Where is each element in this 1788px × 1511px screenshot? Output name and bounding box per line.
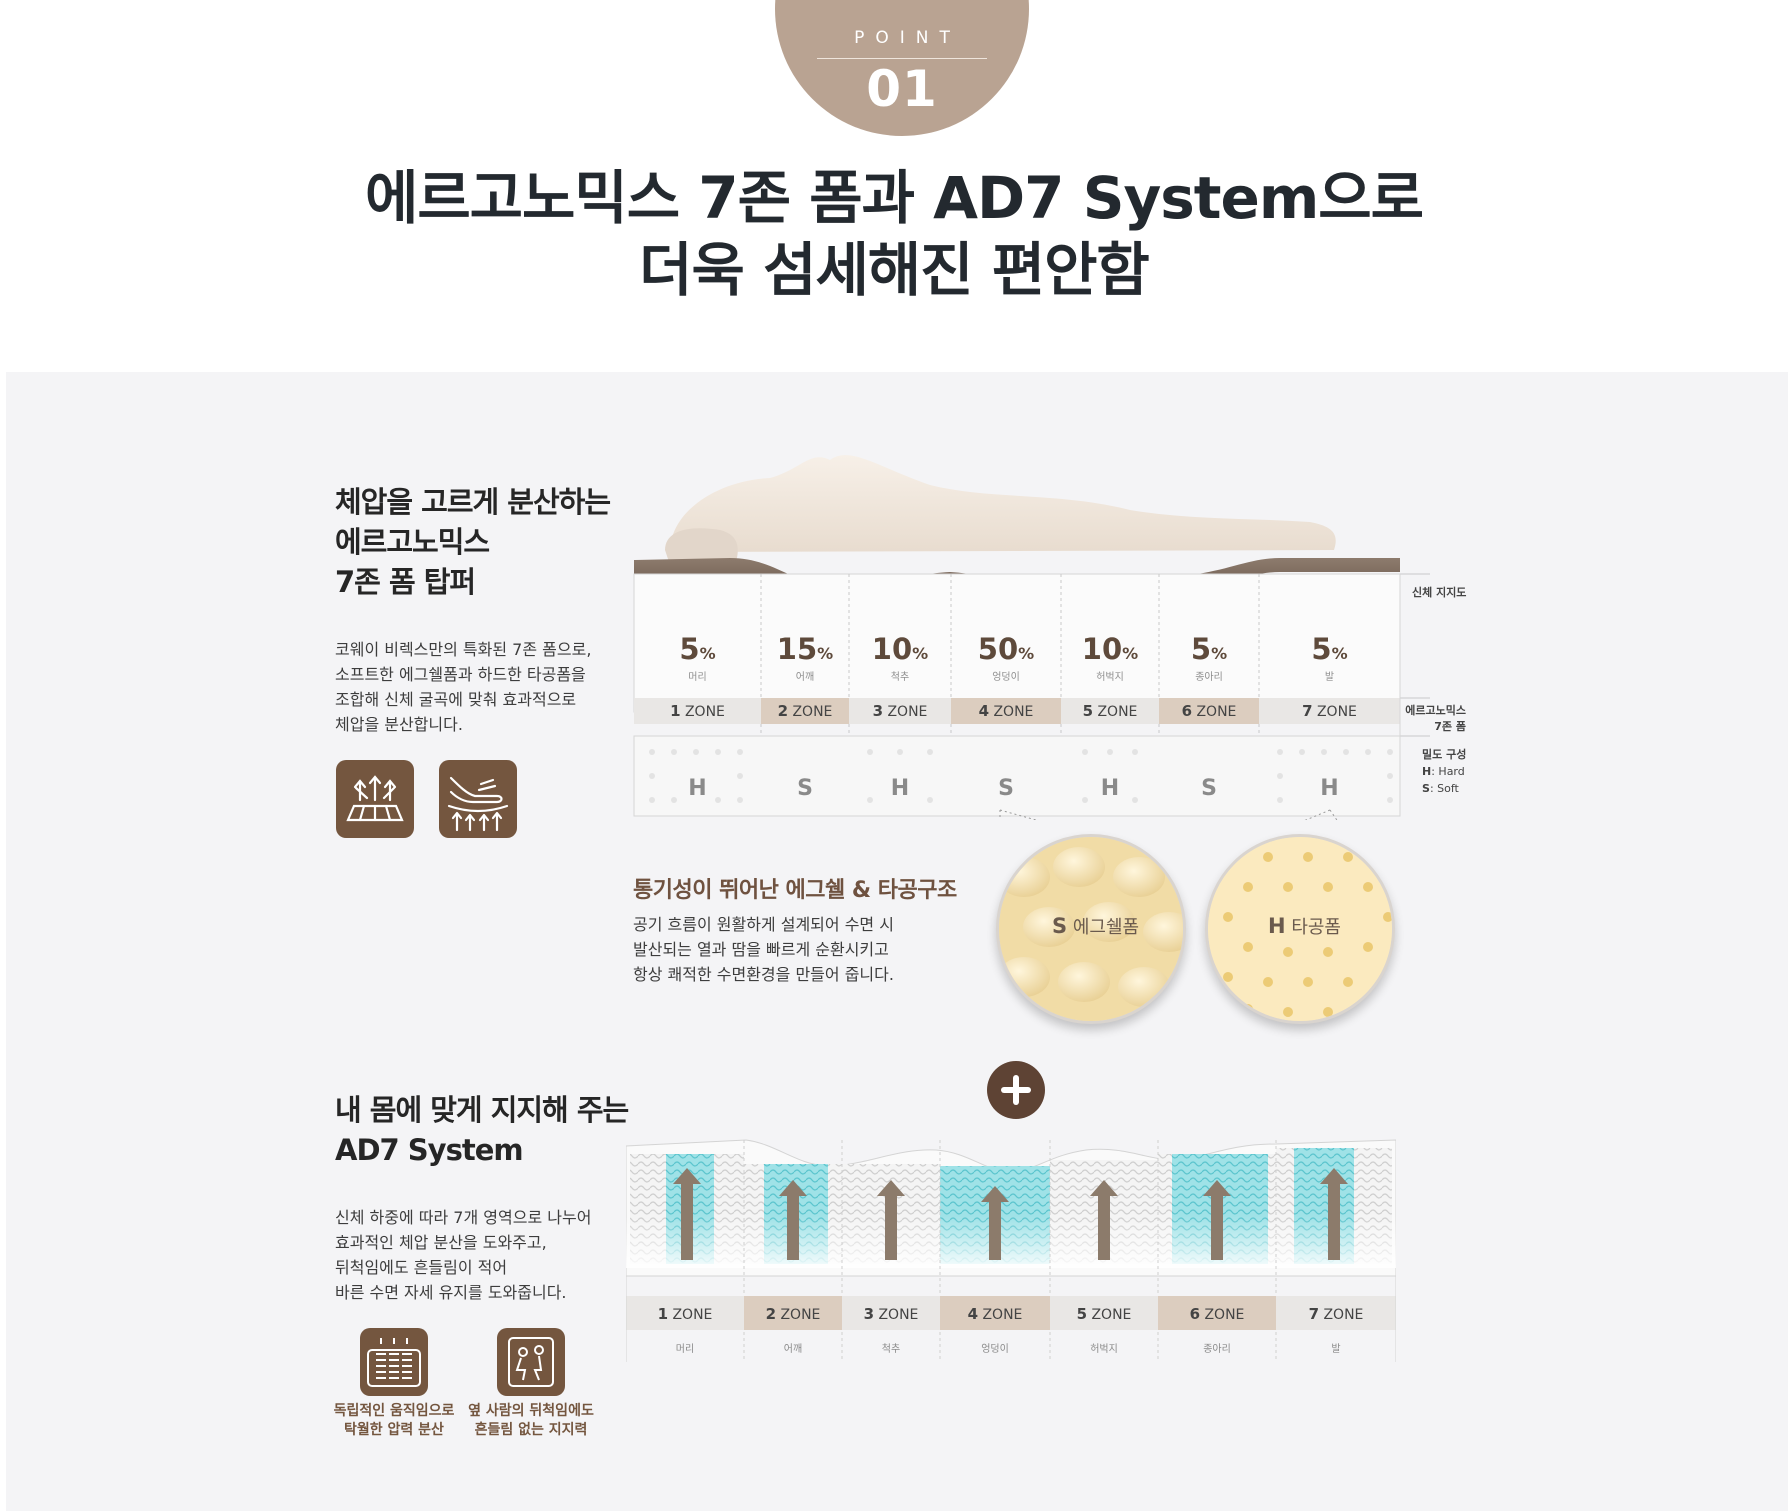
zone-4-part: 엉덩이: [992, 672, 1020, 683]
spring-zone-1-part: 머리: [675, 1344, 695, 1355]
spring-zone-6-label: 6 ZONE: [1189, 1305, 1245, 1323]
zone-5-percent: 10%: [1081, 632, 1139, 666]
foam-title-line: 에르고노믹스: [335, 525, 490, 559]
zone-3-label: 3 ZONE: [872, 702, 928, 720]
spring-zone-3-part: 척추: [881, 1344, 901, 1355]
zone-5-part: 허벅지: [1096, 672, 1124, 683]
pressure-spread-icon: [336, 760, 414, 838]
ad7-spring-diagram: [626, 1139, 1396, 1362]
spring-section-desc: 신체 하중에 따라 7개 영역으로 나누어 효과적인 체압 분산을 도와주고, …: [335, 1205, 591, 1305]
foam-desc-line: 조합해 신체 굴곡에 맞춰 효과적으로: [335, 690, 577, 709]
ventilation-desc: 공기 흐름이 원활하게 설계되어 수면 시 발산되는 열과 땀을 빠르게 순환시…: [633, 912, 894, 987]
spring-zone-7-label: 7 ZONE: [1308, 1305, 1364, 1323]
ventilation-desc-line: 발산되는 열과 땀을 빠르게 순환시키고: [633, 940, 889, 959]
zone-4-percent: 50%: [977, 632, 1035, 666]
foam-desc-line: 소프트한 에그쉘폼과 하드한 타공폼을: [335, 665, 586, 684]
spring-zone-5-label: 5 ZONE: [1076, 1305, 1132, 1323]
hand-pressing-foam-icon: [439, 760, 517, 838]
zone-7-part: 발: [1324, 672, 1335, 683]
spring-zone-1-label: 1 ZONE: [657, 1305, 713, 1323]
plus-icon: [987, 1061, 1045, 1119]
zone-4-label: 4 ZONE: [978, 702, 1034, 720]
ventilation-title: 통기성이 뛰어난 에그쉘 & 타공구조: [633, 878, 957, 903]
zone-3-density: H: [890, 776, 910, 801]
feature-1-caption: 독립적인 움직임으로 탁월한 압력 분산: [333, 1403, 455, 1438]
badge-divider: [817, 58, 987, 59]
zone-7-density: H: [1320, 776, 1339, 801]
zone-3-percent: 10%: [871, 632, 929, 666]
spring-zone-2-part: 어깨: [783, 1344, 803, 1355]
perforated-foam-closeup: [1205, 834, 1395, 1024]
zone-4-density: S: [998, 776, 1014, 801]
zone-6-part: 종아리: [1195, 672, 1223, 683]
zone-2-percent: 15%: [776, 632, 834, 666]
zone-6-percent: 5%: [1190, 632, 1228, 666]
foam-desc-line: 코웨이 비렉스만의 특화된 7존 폼으로,: [335, 640, 592, 659]
zone-1-part: 머리: [688, 672, 707, 683]
spring-title-line: 내 몸에 맞게 지지해 주는: [335, 1093, 629, 1127]
point-label: POINT: [854, 28, 961, 48]
spring-zone-4-part: 엉덩이: [981, 1344, 1009, 1355]
zone-7-label: 7 ZONE: [1302, 702, 1357, 720]
perforated-foam-label: H 타공폼: [1268, 914, 1341, 938]
zone-2-label: 2 ZONE: [777, 702, 833, 720]
spring-title-line: AD7 System: [335, 1133, 524, 1167]
page-headline: 에르고노믹스 7존 폼과 AD7 System으로 더욱 섬세해진 편안함: [0, 162, 1788, 306]
spring-zone-2-label: 2 ZONE: [765, 1305, 821, 1323]
eggshell-foam-label: S 에그쉘폼: [1052, 914, 1140, 938]
zone-2-density: S: [797, 776, 813, 801]
spring-zone-7-part: 발: [1331, 1344, 1341, 1355]
foam-section-desc: 코웨이 비렉스만의 특화된 7존 폼으로, 소프트한 에그쉘폼과 하드한 타공폼…: [335, 637, 591, 737]
headline-line-2: 더욱 섬세해진 편안함: [639, 236, 1150, 304]
spring-desc-line: 뒤척임에도 흔들림이 적어: [335, 1258, 508, 1277]
foam-desc-line: 체압을 분산합니다.: [335, 715, 463, 734]
spring-section-title: 내 몸에 맞게 지지해 주는 AD7 System: [335, 1090, 629, 1170]
zone-1-percent: 5%: [679, 632, 716, 666]
foam-title-line: 7존 폼 탑퍼: [335, 565, 476, 599]
foam-topper-diagram: [633, 455, 1430, 820]
spring-desc-line: 효과적인 체압 분산을 도와주고,: [335, 1233, 547, 1252]
zone-6-label: 6 ZONE: [1181, 702, 1237, 720]
zone-2-part: 어깨: [795, 672, 815, 683]
spring-zone-5-part: 허벅지: [1090, 1344, 1118, 1355]
zone-5-label: 5 ZONE: [1082, 702, 1138, 720]
pocket-springs-icon: [360, 1328, 428, 1396]
spring-desc-line: 바른 수면 자세 유지를 도와줍니다.: [335, 1283, 567, 1302]
ventilation-desc-line: 항상 쾌적한 수면환경을 만들어 줍니다.: [633, 965, 894, 984]
spring-zone-3-label: 3 ZONE: [863, 1305, 919, 1323]
spring-desc-line: 신체 하중에 따라 7개 영역으로 나누어: [335, 1208, 592, 1227]
spring-zone-4-label: 4 ZONE: [967, 1305, 1023, 1323]
zone-7-percent: 5%: [1311, 632, 1348, 666]
ergonomics-foam-label: 에르고노믹스 7존 폼: [1405, 704, 1466, 733]
point-number: 01: [866, 60, 938, 118]
density-legend: 밀도 구성 H: Hard S: Soft: [1422, 748, 1467, 795]
spring-zone-6-part: 종아리: [1203, 1344, 1231, 1355]
zone-3-part: 척추: [890, 672, 910, 683]
zone-1-density: H: [688, 776, 707, 801]
zone-5-density: H: [1100, 776, 1120, 801]
two-sleepers-icon: [497, 1328, 565, 1396]
foam-section-title: 체압을 고르게 분산하는 에르고노믹스 7존 폼 탑퍼: [335, 482, 611, 602]
feature-2-caption: 옆 사람의 뒤척임에도 흔들림 없는 지지력: [468, 1403, 594, 1438]
headline-line-1: 에르고노믹스 7존 폼과 AD7 System으로: [364, 164, 1424, 232]
foam-title-line: 체압을 고르게 분산하는: [335, 485, 611, 519]
support-level-label: 신체 지지도: [1412, 586, 1467, 599]
zone-1-label: 1 ZONE: [670, 702, 725, 720]
zone-6-density: S: [1201, 776, 1217, 801]
eggshell-foam-closeup: [996, 834, 1186, 1024]
ventilation-desc-line: 공기 흐름이 원활하게 설계되어 수면 시: [633, 915, 894, 934]
